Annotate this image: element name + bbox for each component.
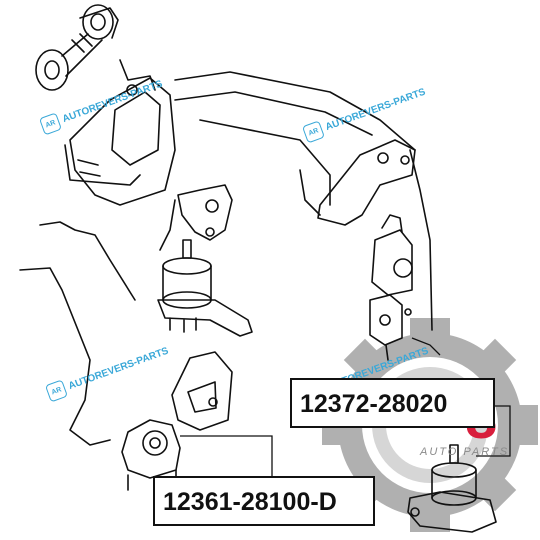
- part-number-label: 12361-28100-D: [153, 476, 375, 526]
- part-number-label: 12372-28020: [290, 378, 495, 428]
- lower-left-mount-drawing: [121, 419, 181, 491]
- left-transmission-mount-drawing: [64, 59, 176, 206]
- right-upper-bracket-drawing: [317, 139, 416, 226]
- center-engine-mount-drawing: [157, 184, 253, 337]
- center-lower-bracket-drawing: [171, 351, 233, 431]
- right-mount-upper-drawing: [369, 214, 413, 361]
- brand-text: AUTO PARTS: [420, 446, 510, 458]
- leader-lines: [180, 337, 511, 476]
- lower-right-mount-drawing: [407, 444, 497, 533]
- engine-block-outline: [19, 71, 433, 446]
- top-left-mount-drawing: [35, 4, 119, 91]
